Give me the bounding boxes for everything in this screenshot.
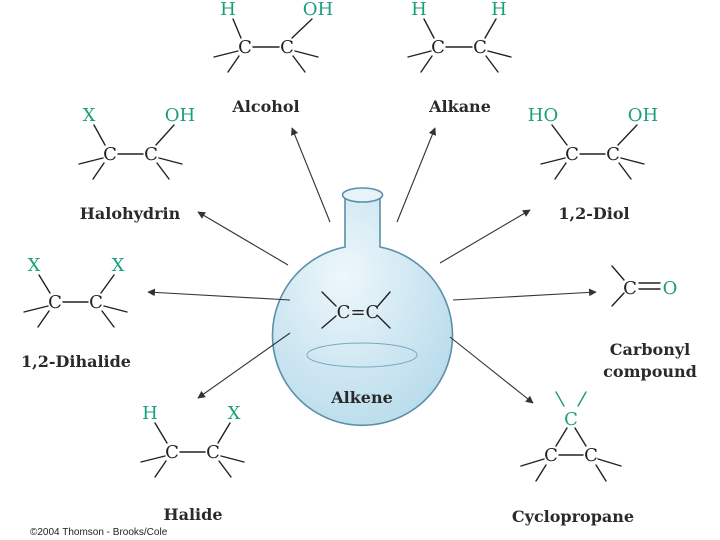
label-alcohol: Alcohol xyxy=(231,97,299,116)
alcohol-structure: H OH C C xyxy=(213,0,333,73)
alcohol-oh: OH xyxy=(303,0,333,20)
dihalide-c2: C xyxy=(89,292,103,313)
label-carbonyl-line2: compound xyxy=(603,362,697,381)
dihalide-x2: X xyxy=(112,255,125,276)
alkane-h2: H xyxy=(491,0,507,20)
halohydrin-c2: C xyxy=(144,144,158,165)
alcohol-h: H xyxy=(220,0,236,20)
halide-c1: C xyxy=(165,442,179,463)
label-alkene: Alkene xyxy=(330,388,393,407)
cyclopropane-c-left: C xyxy=(544,445,558,466)
label-cyclopropane: Cyclopropane xyxy=(512,507,634,526)
halohydrin-structure: X OH C C xyxy=(78,105,195,180)
dihalide-c1: C xyxy=(48,292,62,313)
label-dihalide: 1,2-Dihalide xyxy=(21,352,131,371)
halide-h: H xyxy=(142,403,158,424)
label-halide: Halide xyxy=(163,505,222,524)
flask xyxy=(271,187,454,427)
alkene-structure: C=C xyxy=(321,291,391,329)
label-halohydrin: Halohydrin xyxy=(80,204,181,223)
dihalide-structure: X X C C xyxy=(23,255,128,328)
carbonyl-structure: C O xyxy=(611,265,678,307)
halide-x: X xyxy=(228,403,241,424)
halohydrin-c1: C xyxy=(103,144,117,165)
carbonyl-c: C xyxy=(623,278,637,299)
diol-structure: HO OH C C xyxy=(528,105,658,180)
alcohol-c2: C xyxy=(280,37,294,58)
halide-c2: C xyxy=(206,442,220,463)
dihalide-x1: X xyxy=(28,255,41,276)
alkane-h1: H xyxy=(411,0,427,20)
alkane-c2: C xyxy=(473,37,487,58)
diol-ho: HO xyxy=(528,105,558,126)
cyclopropane-structure: C C C xyxy=(520,391,622,482)
cyclopropane-c-top: C xyxy=(564,409,578,430)
alkene-formula: C=C xyxy=(337,302,380,323)
halide-structure: H X C C xyxy=(140,403,245,478)
alcohol-c1: C xyxy=(238,37,252,58)
alkane-structure: H H C C xyxy=(407,0,512,73)
cyclopropane-c-right: C xyxy=(584,445,598,466)
copyright-notice: ©2004 Thomson - Brooks/Cole xyxy=(30,527,168,538)
halohydrin-x: X xyxy=(83,105,96,126)
label-carbonyl-line1: Carbonyl xyxy=(610,340,690,359)
alkane-c1: C xyxy=(431,37,445,58)
reaction-arrows xyxy=(147,127,597,404)
label-diol: 1,2-Diol xyxy=(558,204,629,223)
label-alkane: Alkane xyxy=(428,97,491,116)
diol-c2: C xyxy=(606,144,620,165)
carbonyl-o: O xyxy=(663,278,678,299)
halohydrin-oh: OH xyxy=(165,105,195,126)
diol-c1: C xyxy=(565,144,579,165)
diol-oh: OH xyxy=(628,105,658,126)
